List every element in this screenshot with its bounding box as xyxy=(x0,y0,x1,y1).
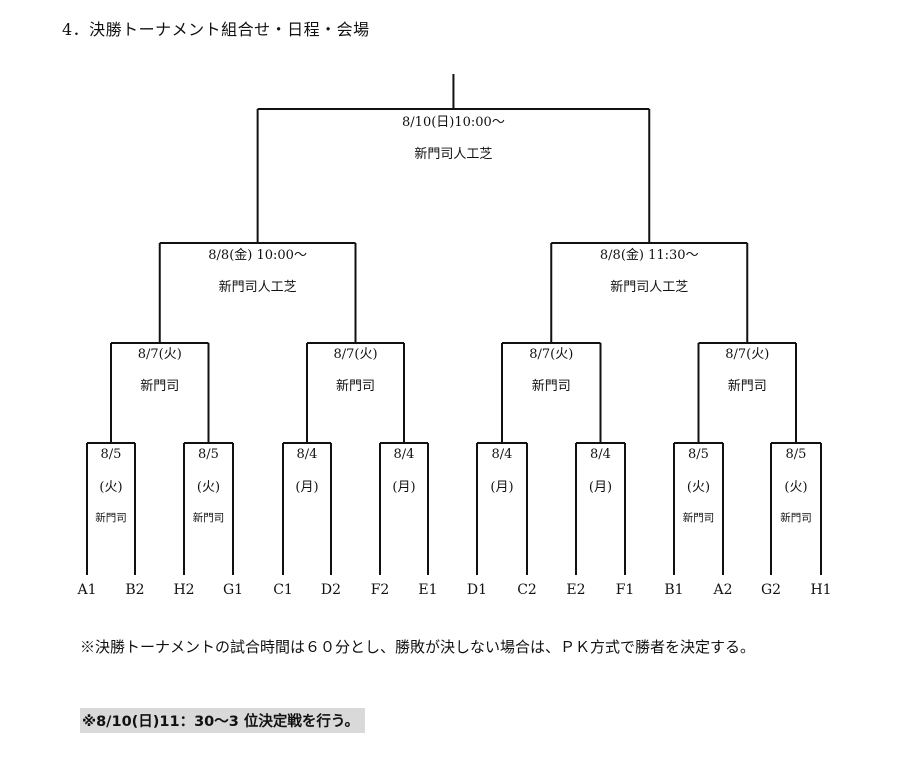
sf-date: 8/8(金) 11:30～ xyxy=(600,247,699,263)
team-label: D2 xyxy=(321,582,341,598)
r16-venue: 新門司 xyxy=(780,511,812,524)
r16-date: 8/5 xyxy=(688,447,709,462)
r16-day: (火) xyxy=(197,480,220,495)
team-label: G2 xyxy=(761,582,781,598)
team-label: A1 xyxy=(76,582,96,598)
bracket-labels: 8/5 (火) 新門司 8/5 (火) 新門司 8/4 (月) 8/4 (月) 8/4 (月) 8/4 (… xyxy=(76,115,831,598)
sf-venue: 新門司人工芝 xyxy=(610,279,688,295)
team-label: H2 xyxy=(173,582,194,598)
team-label: C2 xyxy=(517,582,537,598)
match-time-note: ※決勝トーナメントの試合時間は６０分とし、勝敗が決しない場合は、ＰＫ方式で勝者を… xyxy=(80,638,756,656)
r16-venue: 新門司 xyxy=(683,511,715,524)
third-place-note: ※8/10(日)11：30～3 位決定戦を行う。 xyxy=(80,708,366,733)
r16-date: 8/5 xyxy=(786,447,807,462)
team-label: A2 xyxy=(712,582,732,598)
team-label: G1 xyxy=(223,582,243,598)
r16-date: 8/4 xyxy=(394,447,415,462)
qf-venue: 新門司 xyxy=(728,378,767,394)
qf-date: 8/7(火) xyxy=(138,347,182,362)
section-heading: 4．決勝トーナメント組合せ・日程・会場 xyxy=(62,20,370,39)
r16-day: (月) xyxy=(589,480,612,495)
r16-day: (火) xyxy=(687,480,710,495)
r16-day: (月) xyxy=(295,480,318,495)
r16-date: 8/4 xyxy=(590,447,611,462)
team-label: H1 xyxy=(810,582,831,598)
qf-venue: 新門司 xyxy=(140,378,179,394)
final-venue: 新門司人工芝 xyxy=(414,146,492,162)
tournament-bracket: 8/5 (火) 新門司 8/5 (火) 新門司 8/4 (月) 8/4 (月) 8/4 (月) 8/4 (… xyxy=(76,74,832,598)
qf-date: 8/7(火) xyxy=(529,347,573,362)
team-label: D1 xyxy=(467,582,487,598)
r16-date: 8/4 xyxy=(297,447,318,462)
r16-venue: 新門司 xyxy=(193,511,225,524)
r16-day: (火) xyxy=(99,480,122,495)
r16-day: (火) xyxy=(784,480,807,495)
team-label: E1 xyxy=(418,582,437,598)
r16-date: 8/4 xyxy=(492,447,513,462)
r16-day: (月) xyxy=(392,480,415,495)
team-label: F2 xyxy=(371,582,390,598)
r16-venue: 新門司 xyxy=(95,511,127,524)
team-label: B2 xyxy=(125,582,144,598)
team-label: C1 xyxy=(273,582,293,598)
qf-venue: 新門司 xyxy=(532,378,571,394)
team-label: B1 xyxy=(664,582,683,598)
sf-date: 8/8(金) 10:00～ xyxy=(208,247,307,263)
r16-day: (月) xyxy=(490,480,513,495)
team-label: E2 xyxy=(566,582,585,598)
bracket-lines xyxy=(86,74,822,575)
qf-venue: 新門司 xyxy=(336,378,375,394)
team-label: F1 xyxy=(616,582,635,598)
r16-date: 8/5 xyxy=(101,447,122,462)
r16-date: 8/5 xyxy=(198,447,219,462)
sf-venue: 新門司人工芝 xyxy=(219,279,297,295)
qf-date: 8/7(火) xyxy=(725,347,769,362)
final-date: 8/10(日)10:00～ xyxy=(402,115,505,130)
qf-date: 8/7(火) xyxy=(333,347,377,362)
